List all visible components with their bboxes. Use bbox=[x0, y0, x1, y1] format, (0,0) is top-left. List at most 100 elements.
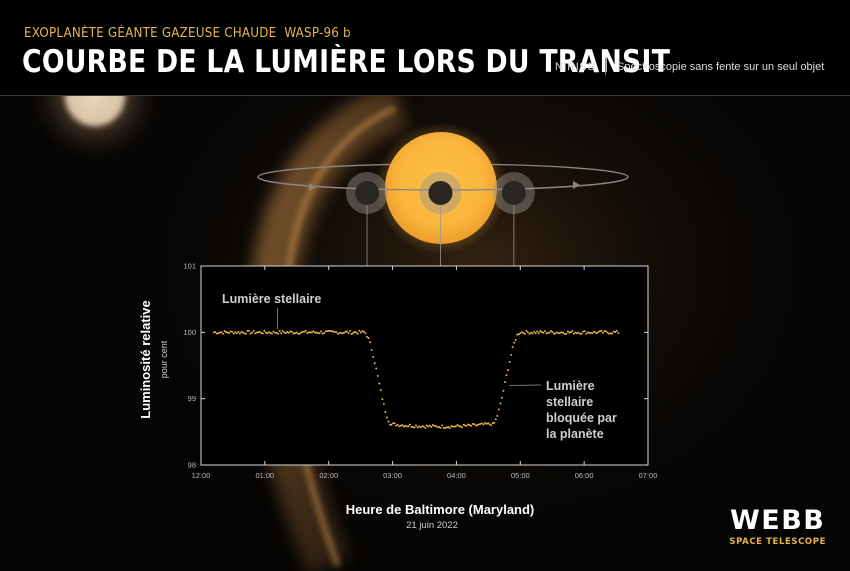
data-point bbox=[267, 331, 270, 334]
data-point bbox=[376, 374, 379, 377]
planet bbox=[501, 181, 526, 205]
data-point bbox=[419, 426, 422, 429]
data-point bbox=[217, 332, 220, 335]
data-point bbox=[294, 332, 296, 335]
data-point bbox=[343, 331, 345, 334]
data-point bbox=[517, 333, 520, 336]
data-point bbox=[430, 426, 433, 428]
data-point bbox=[335, 331, 338, 334]
data-point bbox=[271, 332, 273, 335]
data-point bbox=[491, 422, 494, 425]
data-point bbox=[407, 425, 410, 428]
data-point bbox=[476, 424, 479, 427]
data-point bbox=[312, 330, 315, 333]
data-point bbox=[266, 332, 269, 335]
annotation-blocked-light-line: stellaire bbox=[546, 395, 593, 409]
data-point bbox=[504, 381, 506, 384]
data-point bbox=[461, 426, 463, 429]
data-point bbox=[275, 331, 278, 334]
data-point bbox=[545, 332, 548, 335]
data-point bbox=[245, 332, 247, 335]
data-point bbox=[471, 422, 474, 425]
data-point bbox=[246, 329, 249, 332]
data-point bbox=[572, 332, 575, 335]
data-point bbox=[603, 329, 606, 332]
data-point bbox=[297, 332, 300, 335]
data-point bbox=[608, 332, 611, 335]
data-series bbox=[212, 329, 620, 429]
data-point bbox=[566, 330, 569, 333]
data-point bbox=[398, 425, 401, 428]
data-point bbox=[356, 332, 359, 335]
data-point bbox=[220, 331, 223, 334]
data-point bbox=[526, 331, 529, 334]
x-tick-label: 05:00 bbox=[511, 471, 530, 480]
data-point bbox=[404, 424, 407, 427]
data-point bbox=[321, 332, 324, 335]
data-point bbox=[577, 331, 580, 334]
data-point bbox=[254, 332, 257, 335]
data-point bbox=[606, 331, 609, 334]
x-axis-title: Heure de Baltimore (Maryland) bbox=[346, 502, 535, 517]
data-point bbox=[510, 353, 513, 356]
orbit-diagram bbox=[257, 122, 629, 426]
data-point bbox=[612, 330, 615, 333]
y-tick-label: 99 bbox=[188, 394, 196, 403]
data-point bbox=[323, 332, 326, 335]
data-point bbox=[413, 426, 416, 429]
data-point bbox=[261, 332, 264, 335]
data-point bbox=[272, 330, 275, 333]
data-point bbox=[615, 329, 618, 332]
x-tick-label: 12:00 bbox=[192, 471, 211, 480]
data-point bbox=[508, 360, 511, 363]
data-point bbox=[433, 424, 436, 427]
data-point bbox=[222, 332, 224, 335]
data-point bbox=[367, 337, 370, 340]
data-point bbox=[453, 425, 456, 428]
data-point bbox=[329, 329, 332, 332]
data-point bbox=[263, 329, 266, 332]
data-point bbox=[408, 423, 411, 426]
data-point bbox=[359, 331, 362, 334]
data-point bbox=[467, 423, 470, 426]
data-point bbox=[565, 332, 568, 335]
data-point bbox=[363, 331, 365, 333]
data-point bbox=[240, 331, 243, 334]
data-point bbox=[465, 424, 468, 427]
data-point bbox=[502, 389, 505, 392]
instrument-label: NIRISS bbox=[555, 61, 596, 73]
data-point bbox=[425, 424, 428, 427]
data-point bbox=[445, 426, 448, 429]
data-point bbox=[450, 425, 453, 428]
x-tick-label: 04:00 bbox=[447, 471, 466, 480]
data-point bbox=[435, 425, 437, 427]
data-point bbox=[304, 329, 307, 332]
data-point bbox=[597, 330, 600, 333]
data-point bbox=[511, 346, 514, 348]
data-point bbox=[281, 330, 284, 333]
data-point bbox=[424, 426, 427, 429]
data-point bbox=[582, 330, 585, 333]
data-point bbox=[546, 331, 549, 334]
data-point bbox=[310, 331, 313, 334]
data-point bbox=[490, 424, 493, 427]
data-point bbox=[364, 332, 367, 335]
data-point bbox=[560, 331, 563, 334]
webb-logo-word: WEBB bbox=[730, 505, 826, 536]
data-point bbox=[238, 332, 241, 335]
data-point bbox=[611, 332, 614, 335]
data-point bbox=[520, 331, 523, 334]
data-point bbox=[355, 331, 358, 334]
data-point bbox=[499, 402, 502, 405]
data-point bbox=[289, 330, 292, 333]
data-point bbox=[496, 414, 499, 417]
data-point bbox=[431, 424, 434, 426]
data-point bbox=[537, 332, 540, 334]
data-point bbox=[258, 330, 261, 333]
data-point bbox=[228, 332, 231, 334]
data-point bbox=[286, 331, 289, 333]
data-point bbox=[395, 424, 398, 427]
data-point bbox=[229, 330, 232, 333]
orbit-arrow-icon bbox=[309, 183, 316, 191]
